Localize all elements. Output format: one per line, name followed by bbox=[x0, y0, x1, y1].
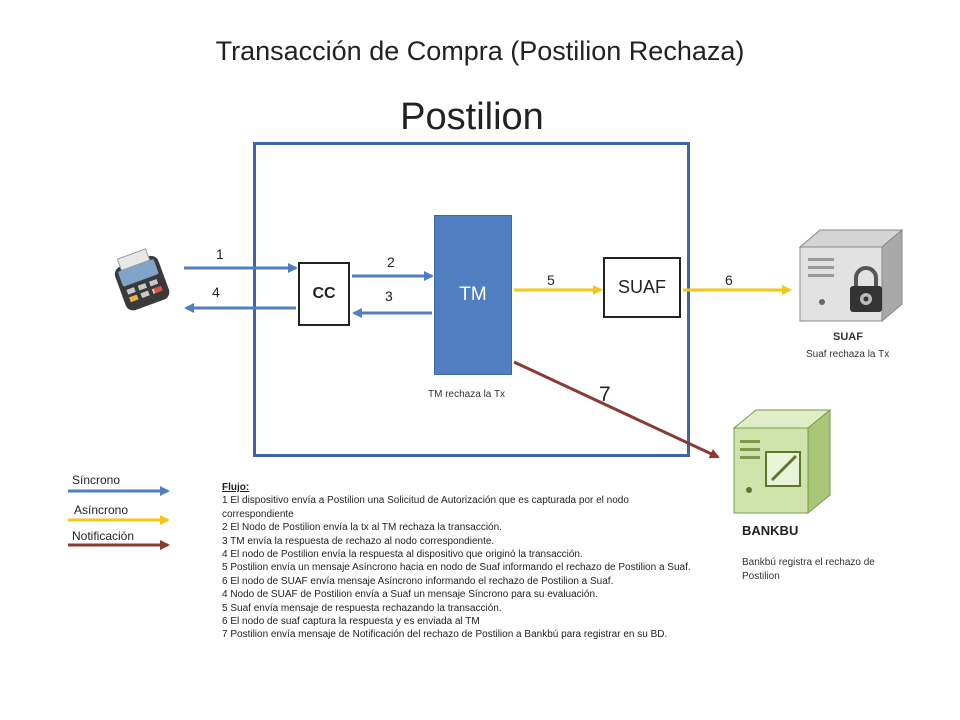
legend-async-label: Asíncrono bbox=[74, 503, 129, 517]
flow-description: Flujo: 1 El dispositivo envía a Postilio… bbox=[222, 481, 700, 642]
step-5-number: 5 bbox=[547, 272, 555, 288]
flow-line: 7 Postilion envía mensaje de Notificació… bbox=[222, 629, 668, 641]
pos-terminal-icon bbox=[114, 248, 170, 311]
slide-title: Transacción de Compra (Postilion Rechaza… bbox=[215, 36, 745, 66]
step-6-number: 6 bbox=[725, 272, 733, 288]
postilion-boundary bbox=[253, 142, 690, 457]
cc-node: CC bbox=[298, 262, 350, 326]
flow-line: 5 Postilion envía un mensaje Asíncrono h… bbox=[222, 562, 691, 574]
bankbu-server-icon bbox=[732, 408, 832, 515]
suaf-note: Suaf rechaza la Tx bbox=[806, 349, 890, 360]
flow-line: 2 El Nodo de Postilion envía la tx al TM… bbox=[222, 522, 502, 534]
arrow-7 bbox=[513, 360, 720, 459]
step-2-number: 2 bbox=[387, 254, 395, 270]
flow-line: 6 El nodo de suaf captura la respuesta y… bbox=[222, 616, 480, 628]
suaf-node: SUAF bbox=[603, 257, 681, 318]
step-7-number: 7 bbox=[599, 383, 611, 406]
legend-notification-label: Notificación bbox=[72, 529, 135, 543]
step-4-number: 4 bbox=[212, 284, 220, 300]
flow-line: 6 El nodo de SUAF envía mensaje Asíncron… bbox=[222, 575, 614, 587]
suaf-server-icon bbox=[798, 228, 904, 323]
flow-line: 3 TM envía la respuesta de rechazo al no… bbox=[222, 535, 495, 547]
step-1-number: 1 bbox=[216, 246, 224, 262]
tm-note: TM rechaza la Tx bbox=[428, 389, 506, 400]
system-label: Postilion bbox=[400, 96, 544, 138]
flow-line: 5 Suaf envía mensaje de respuesta rechaz… bbox=[222, 602, 502, 614]
flow-line: 4 Nodo de SUAF de Postilion envía a Suaf… bbox=[222, 589, 598, 601]
tm-node: TM bbox=[434, 215, 512, 375]
flow-line: 4 El nodo de Postilion envía la respuest… bbox=[222, 549, 583, 561]
step-3-number: 3 bbox=[385, 288, 393, 304]
bankbu-label: BANKBU bbox=[742, 523, 799, 538]
suaf-server-label: SUAF bbox=[833, 331, 863, 343]
flow-line: 1 El dispositivo envía a Postilion una S… bbox=[222, 495, 629, 520]
flow-heading: Flujo: bbox=[222, 482, 250, 493]
bankbu-note: Bankbú registra el rechazo de Postilion bbox=[742, 557, 875, 582]
legend-sync-label: Síncrono bbox=[72, 473, 121, 487]
